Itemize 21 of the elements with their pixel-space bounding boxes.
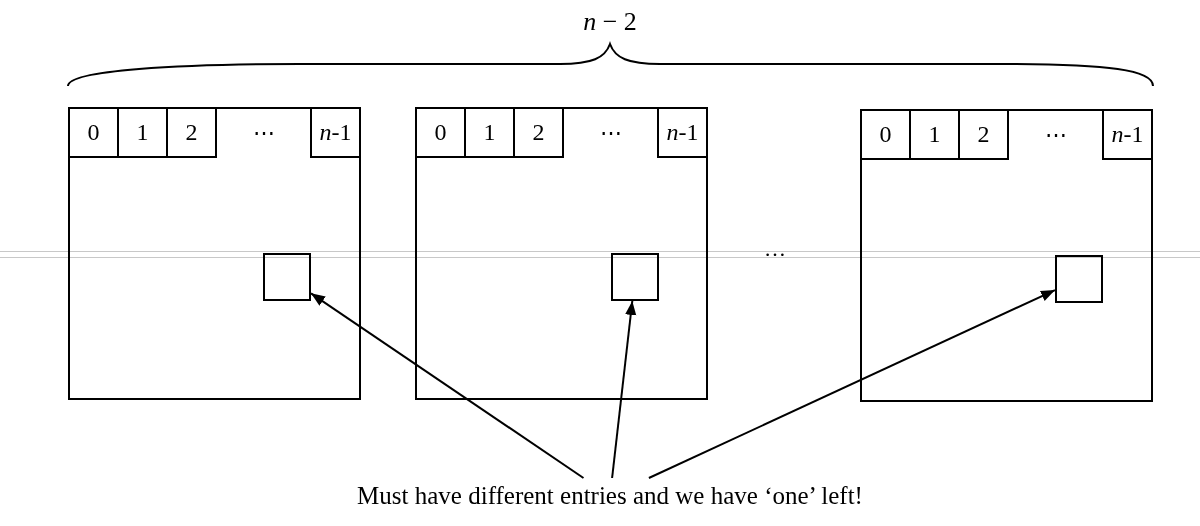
array-cell: 2 xyxy=(166,107,217,158)
ellipsis: ⋯ xyxy=(598,119,623,147)
brace-label: n − 2 xyxy=(582,6,638,38)
ellipsis: ⋯ xyxy=(1043,121,1068,149)
array-cell: 2 xyxy=(958,109,1009,160)
array-block xyxy=(68,107,361,400)
ellipsis: ⋯ xyxy=(251,119,276,147)
array-block xyxy=(860,109,1153,402)
arrow xyxy=(310,292,585,479)
array-block xyxy=(415,107,708,400)
array-cell: 2 xyxy=(513,107,564,158)
array-cell: n-1 xyxy=(657,107,708,158)
caption-text: Must have different entries and we have ‘one’ left! xyxy=(290,478,930,514)
entry-square xyxy=(1055,255,1103,303)
arrow xyxy=(647,289,1056,479)
entry-square xyxy=(611,253,659,301)
array-cell: n-1 xyxy=(1102,109,1153,160)
arrow xyxy=(611,300,637,479)
entry-square xyxy=(263,253,311,301)
ellipsis: … xyxy=(763,235,787,263)
array-cell: n-1 xyxy=(310,107,361,158)
